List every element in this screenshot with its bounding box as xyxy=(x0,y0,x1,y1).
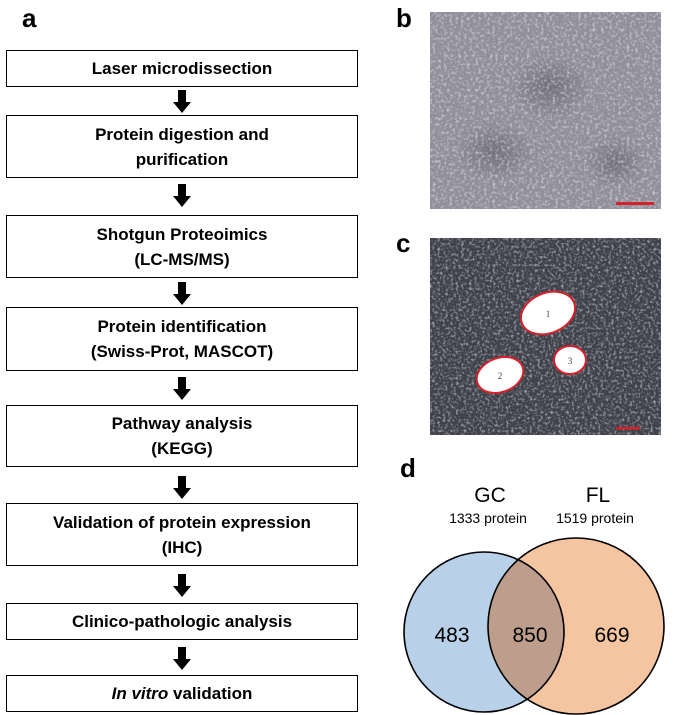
venn-value-fl-only: 669 xyxy=(594,624,629,647)
venn-label-fl: FL xyxy=(586,484,611,507)
micrograph-tissue xyxy=(430,12,661,209)
region-label-1: 1 xyxy=(546,309,551,319)
down-arrow-icon xyxy=(173,377,191,400)
step-text: (IHC) xyxy=(161,537,203,557)
step-text: Shotgun Proteoimics xyxy=(96,224,268,244)
step-shotgun-proteomics: Shotgun Proteoimics (LC-MS/MS) xyxy=(6,215,358,278)
venn-value-overlap: 850 xyxy=(512,624,547,647)
step-text: (LC-MS/MS) xyxy=(134,249,230,269)
dissected-region-2 xyxy=(475,356,525,394)
venn-diagram: GC 1333 protein FL 1519 protein 483 850 … xyxy=(403,484,665,715)
down-arrow-icon xyxy=(173,90,191,113)
step-text: Validation of protein expression xyxy=(53,512,311,532)
panel-label-b: b xyxy=(396,3,412,33)
step-text: purification xyxy=(135,149,229,169)
step-text: (KEGG) xyxy=(151,439,213,458)
step-text: Protein digestion and xyxy=(95,124,269,144)
step-text: Clinico-pathologic analysis xyxy=(71,612,293,631)
down-arrow-icon xyxy=(173,282,191,305)
venn-label-gc: GC xyxy=(474,484,506,507)
venn-count-gc: 1333 protein xyxy=(449,510,527,526)
step-validation-expression: Validation of protein expression (IHC) xyxy=(6,503,358,566)
micrograph-dissected: 1 2 3 xyxy=(430,238,661,435)
panel-label-c: c xyxy=(396,228,411,258)
region-label-3: 3 xyxy=(568,356,573,366)
venn-value-gc-only: 483 xyxy=(434,624,469,647)
down-arrow-icon xyxy=(173,184,191,207)
region-label-2: 2 xyxy=(498,371,503,381)
dissected-region-1 xyxy=(519,290,577,336)
step-text-italic: In vitro xyxy=(111,684,169,703)
step-in-vitro: In vitro validation xyxy=(6,675,358,712)
step-text: (Swiss-Prot, MASCOT) xyxy=(90,342,274,361)
step-pathway-analysis: Pathway analysis (KEGG) xyxy=(6,405,358,467)
step-laser-microdissection: Laser microdissection xyxy=(6,50,358,87)
panel-label-d: d xyxy=(400,453,416,483)
down-arrow-icon xyxy=(173,476,191,499)
down-arrow-icon xyxy=(173,647,191,670)
panel-label-a: a xyxy=(22,3,37,33)
step-text: validation xyxy=(168,684,253,703)
dissected-region-3 xyxy=(553,345,587,375)
step-text: Laser microdissection xyxy=(91,59,273,78)
venn-overlap xyxy=(488,552,564,712)
venn-count-fl: 1519 protein xyxy=(556,510,634,526)
step-text: Protein identification xyxy=(97,317,267,336)
step-clinico-pathologic: Clinico-pathologic analysis xyxy=(6,603,358,640)
step-protein-identification: Protein identification (Swiss-Prot, MASC… xyxy=(6,307,358,371)
down-arrow-icon xyxy=(173,574,191,597)
step-protein-digestion: Protein digestion and purification xyxy=(6,115,358,178)
step-text: Pathway analysis xyxy=(111,414,253,433)
